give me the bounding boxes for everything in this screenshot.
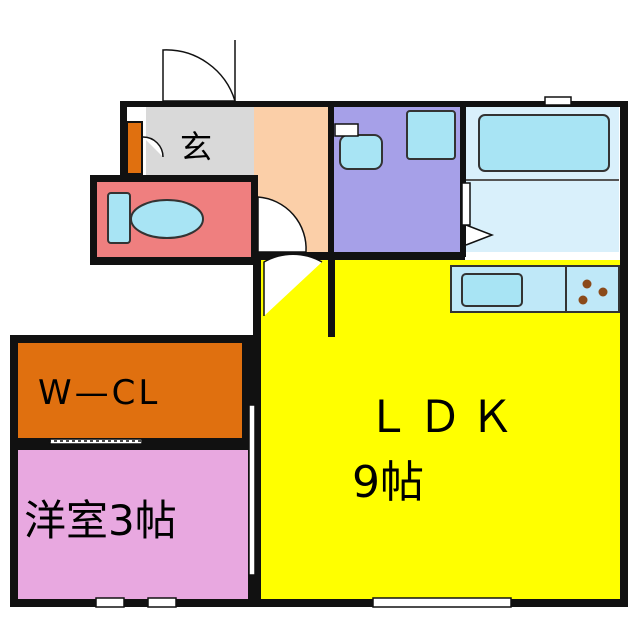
western-room-label: 洋室3帖 <box>24 496 177 545</box>
toilet-door <box>257 196 307 253</box>
toilet-tank <box>107 192 131 244</box>
washing-machine <box>406 110 456 160</box>
shoe-cabinet <box>126 121 143 175</box>
walk-in-closet-area <box>18 343 242 438</box>
ldk-label: ＬＤＫ <box>366 392 522 443</box>
ldk-room <box>261 260 620 599</box>
western-room-area <box>18 450 248 599</box>
stove-burner-icon <box>598 287 608 297</box>
stove-burner-icon <box>582 279 592 289</box>
walk-in-closet-label: W—CL <box>38 373 160 413</box>
toilet-bowl <box>130 199 204 239</box>
stove-burner-icon <box>578 295 588 305</box>
bathroom-door <box>465 224 495 246</box>
doors <box>142 40 495 316</box>
entrance-label: 玄 <box>180 128 212 166</box>
entrance-door <box>162 49 237 102</box>
ldk-door <box>263 253 323 316</box>
ldk-size-label: 9帖 <box>352 457 424 508</box>
washroom-door <box>334 123 359 137</box>
closet-door-entrance <box>142 136 164 158</box>
wash-basin <box>339 134 383 170</box>
kitchen-sink <box>461 273 523 307</box>
bathtub <box>478 114 610 172</box>
entrance-area <box>146 107 254 175</box>
